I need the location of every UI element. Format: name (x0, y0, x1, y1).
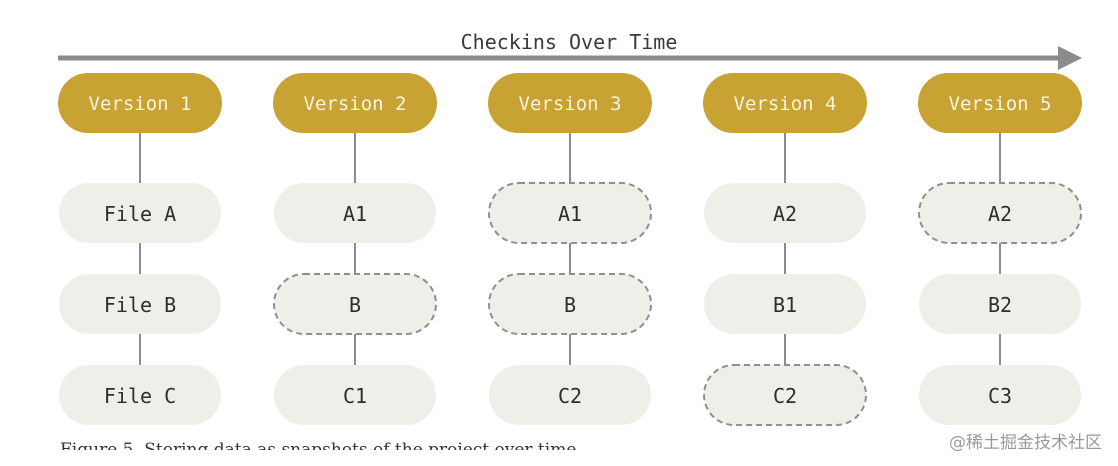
file-label: C2 (773, 384, 797, 408)
version-pill (488, 73, 652, 133)
file-label: A1 (558, 202, 582, 226)
watermark: @稀土掘金技术社区 (949, 433, 1102, 453)
checkins-diagram: Checkins Over Time Version 1 File A File B… (58, 30, 1082, 426)
version-column: Version 3 A1B C2 (488, 73, 652, 425)
version-label: Version 4 (734, 93, 837, 115)
file-pill (274, 365, 436, 425)
version-pill (273, 73, 437, 133)
version-label: Version 2 (304, 93, 407, 115)
file-label: C3 (988, 384, 1012, 408)
file-pill-unchanged (488, 182, 652, 244)
file-label: A1 (343, 202, 367, 226)
file-label: B (349, 293, 361, 317)
version-column: Version 2 A1B C1 (273, 73, 437, 425)
file-pill (59, 183, 221, 243)
file-pill (919, 365, 1081, 425)
file-label: File B (104, 293, 176, 317)
file-pill (59, 365, 221, 425)
version-label: Version 5 (949, 93, 1052, 115)
version-pill (918, 73, 1082, 133)
version-pill (703, 73, 867, 133)
file-label: C1 (343, 384, 367, 408)
file-pill (59, 274, 221, 334)
file-pill (274, 183, 436, 243)
file-label: B2 (988, 293, 1012, 317)
file-pill-unchanged (488, 273, 652, 335)
file-label: File A (104, 202, 176, 226)
file-pill (489, 365, 651, 425)
version-label: Version 3 (519, 93, 622, 115)
file-pill (704, 183, 866, 243)
file-label: A2 (773, 202, 797, 226)
file-pill (919, 274, 1081, 334)
file-pill (704, 274, 866, 334)
version-column: Version 1 File A File B File C (58, 73, 222, 425)
timeline-title: Checkins Over Time (461, 30, 678, 54)
figure-caption: Figure 5. Storing data as snapshots of t… (60, 440, 582, 450)
file-pill-unchanged (273, 273, 437, 335)
version-columns: Version 1 File A File B File C Version 2 A1B C… (58, 73, 1082, 426)
timeline: Checkins Over Time (58, 30, 1082, 70)
version-pill (58, 73, 222, 133)
file-pill-unchanged (918, 182, 1082, 244)
file-label: File C (104, 384, 176, 408)
file-label: B (564, 293, 576, 317)
arrow-right-icon (1058, 46, 1082, 70)
file-pill-unchanged (703, 364, 867, 426)
file-label: B1 (773, 293, 797, 317)
file-label: A2 (988, 202, 1012, 226)
file-label: C2 (558, 384, 582, 408)
version-label: Version 1 (89, 93, 192, 115)
